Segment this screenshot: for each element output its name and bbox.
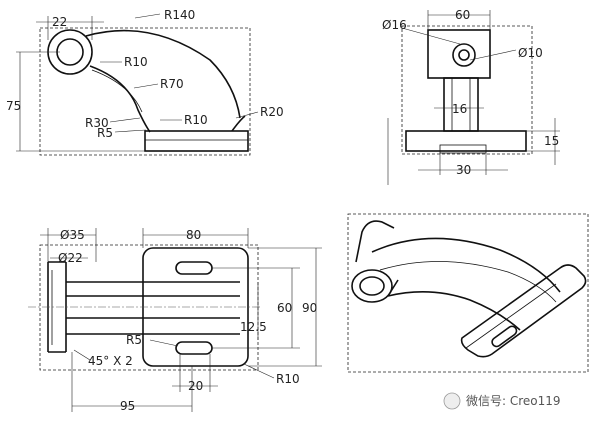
dim-22-text: 22: [52, 15, 67, 29]
dia35-text: Ø35: [60, 228, 85, 242]
dia16-text: Ø16: [382, 18, 407, 32]
top-r5-text: R5: [126, 333, 142, 347]
dia22-text: Ø22: [58, 251, 83, 265]
wechat-icon: [443, 392, 461, 410]
r20-text: R20: [260, 105, 284, 119]
dim-80-text: 80: [186, 228, 201, 242]
iso-arm-top: [371, 237, 561, 293]
dim-90-text: 90: [302, 301, 317, 315]
watermark-text: 微信号: Creo119: [466, 394, 561, 408]
iso-boss-side: [387, 279, 399, 297]
boss-inner-circle: [56, 38, 84, 66]
front-view: 22 75 R140 R10 R70 R30 R5 R10 R20: [6, 8, 284, 156]
r70-text: R70: [160, 77, 184, 91]
iso-arm-line: [379, 261, 557, 303]
r30-text: R30: [85, 116, 109, 130]
dim-30-text: 30: [456, 163, 471, 177]
dim-60v-text: 60: [277, 301, 292, 315]
top-r10-text: R10: [276, 372, 300, 386]
r140-text: R140: [164, 8, 195, 22]
dia10-text: Ø10: [518, 46, 543, 60]
top-slot-lower: [175, 341, 213, 355]
top-slot-upper: [175, 261, 213, 275]
dia16-leader: [401, 27, 461, 45]
iso-boss-inner: [359, 276, 385, 296]
front-view-frame: [39, 27, 251, 156]
dim-15-text: 15: [544, 134, 559, 148]
dim-16-text: 16: [452, 102, 467, 116]
rib-fillet: [231, 115, 246, 132]
watermark: 微信号: Creo119: [443, 392, 561, 410]
base-plate: [144, 130, 249, 152]
r30-leader: [109, 117, 141, 123]
side-view-frame: [401, 25, 533, 155]
dia10-leader: [469, 49, 517, 61]
arm-inner-line: [91, 69, 143, 113]
arm-upper-edge: [85, 29, 241, 119]
iso-base-plate: [460, 264, 587, 358]
iso-boss-top: [355, 220, 395, 263]
iso-boss-outer: [351, 269, 393, 303]
dim-95-text: 95: [120, 399, 135, 413]
side-base: [405, 130, 527, 152]
r70-leader: [133, 83, 159, 89]
dim-12-5-text: 12.5: [240, 320, 267, 334]
iso-base-edge: [465, 283, 557, 349]
side-hole-inner: [458, 49, 470, 61]
r20-leader: [235, 111, 259, 119]
dim-75-text: 75: [6, 99, 21, 113]
chamfer-leader: [73, 349, 91, 361]
iso-slot: [491, 325, 518, 348]
top-r5-leader: [149, 339, 179, 347]
side-view: 60 Ø16 Ø10 16 15 30: [382, 8, 560, 185]
top-view: Ø35 Ø22 80 60 90 12.5 R5 45° X 2 20: [28, 228, 322, 413]
top-r10-leader: [243, 363, 275, 379]
side-hole-outer: [452, 43, 476, 67]
side-base-slot: [439, 144, 487, 154]
isometric-view: [347, 213, 589, 373]
r140-leader: [134, 13, 161, 19]
r5-text: R5: [97, 126, 113, 140]
dim-20-text: 20: [188, 379, 203, 393]
dim-60-text: 60: [455, 8, 470, 22]
iso-arm-bottom: [387, 291, 521, 331]
chamfer-text: 45° X 2: [88, 354, 133, 368]
r10-bottom-text: R10: [184, 113, 208, 127]
r10-top-text: R10: [124, 55, 148, 69]
arm-lower-edge: [89, 65, 151, 133]
iso-view-frame: [347, 213, 589, 373]
r5-leader: [114, 129, 147, 133]
